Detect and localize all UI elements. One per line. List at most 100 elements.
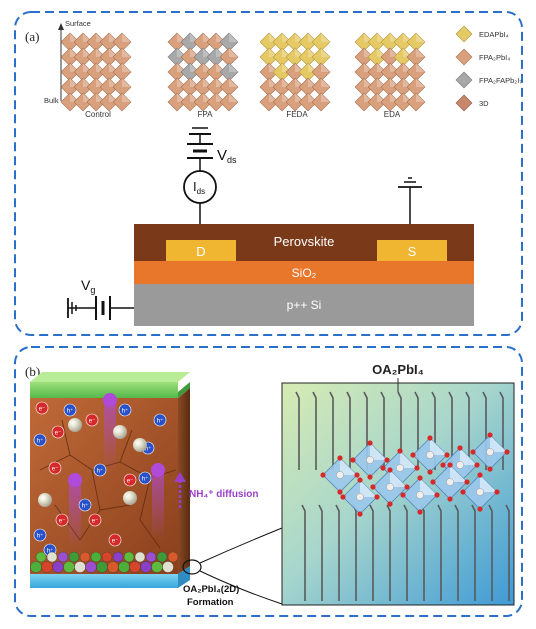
formation-label-line2: Formation	[187, 597, 234, 608]
iodide-atom	[414, 465, 420, 471]
iodide-atom	[460, 489, 466, 495]
interface-sphere	[68, 551, 80, 563]
hole-carrier	[78, 498, 92, 512]
alkyl-chain-lower	[437, 504, 442, 601]
interface-sphere	[151, 561, 163, 573]
interface-sphere	[107, 561, 119, 573]
diffusion-beam-head	[103, 393, 117, 407]
drain-label: D	[196, 244, 205, 259]
hole-carrier	[153, 413, 167, 427]
hole-carrier	[118, 403, 132, 417]
hole-carrier	[63, 403, 77, 417]
alkyl-chain-lower	[454, 504, 459, 601]
electron-carrier	[108, 533, 122, 547]
octahedra-lattices	[60, 32, 426, 112]
structure-label-control: Control	[85, 110, 111, 119]
alkyl-chain-lower	[369, 504, 374, 601]
interface-sphere	[41, 561, 53, 573]
hole-symbol: h⁺	[142, 476, 149, 483]
iodide-atom	[320, 472, 326, 478]
cation-sphere	[133, 438, 147, 452]
iodide-atom	[367, 440, 373, 446]
alkyl-chain-upper	[312, 391, 317, 470]
panel-b-frame	[14, 346, 523, 617]
interface-sphere	[63, 561, 75, 573]
alkyl-chain-upper	[329, 391, 334, 470]
octahedron	[311, 92, 331, 112]
hole-symbol: h⁺	[157, 418, 164, 425]
interface-sphere	[46, 551, 58, 563]
hole-carrier	[33, 528, 47, 542]
octahedron	[73, 92, 93, 112]
iodide-atom	[487, 432, 493, 438]
zoom-line-top	[199, 527, 283, 564]
interface-sphere	[74, 561, 86, 573]
iodide-atom	[374, 494, 380, 500]
legend-label-3d: 3D	[479, 99, 489, 108]
octahedron	[60, 92, 80, 112]
iodide-atom	[487, 466, 493, 472]
iodide-atom	[427, 469, 433, 475]
alkyl-chain-lower	[352, 504, 357, 601]
sio2-label: SiO₂	[292, 266, 317, 280]
sio2-layer	[134, 261, 474, 284]
vds-source	[187, 127, 213, 172]
alkyl-chain-lower	[488, 504, 493, 601]
octahedron	[167, 92, 187, 112]
interface-sphere	[90, 551, 102, 563]
octahedron	[393, 92, 413, 112]
pbi-octahedron-face	[450, 465, 467, 482]
axis-surface-label: Surface	[65, 19, 91, 28]
iodide-atom	[447, 462, 453, 468]
green-top-layer	[30, 382, 178, 398]
interface-sphere	[162, 561, 174, 573]
interface-sphere	[118, 561, 130, 573]
iodide-atom	[400, 492, 406, 498]
octahedron-highlight	[122, 48, 131, 57]
iodide-atom	[457, 445, 463, 451]
interface-sphere	[79, 551, 91, 563]
iodide-atom	[354, 472, 360, 478]
alkyl-chain-lower	[386, 504, 391, 601]
iodide-atom	[477, 472, 483, 478]
pbi-octahedron-face	[460, 448, 477, 465]
si-substrate-layer	[134, 284, 474, 326]
interface-sphere	[134, 551, 146, 563]
interface-sphere	[156, 551, 168, 563]
octahedron	[259, 92, 279, 112]
electron-symbol: e⁻	[127, 479, 134, 485]
electron-symbol: e⁻	[112, 539, 119, 545]
legend-swatch-fpa2pbi4	[455, 48, 473, 66]
vg-label: Vg	[81, 277, 95, 295]
interface-sphere	[35, 551, 47, 563]
panel-b-label: (b)	[25, 364, 40, 379]
pbi-octahedron-face	[340, 458, 357, 475]
octahedron	[99, 92, 119, 112]
pbi-octahedron-face	[420, 478, 437, 495]
hole-carrier	[93, 463, 107, 477]
iodide-atom	[477, 506, 483, 512]
panel-a-label: (a)	[25, 29, 39, 44]
legend-label-edapbi4: EDAPbI₄	[479, 30, 509, 39]
octahedron	[367, 92, 387, 112]
electron-symbol: e⁻	[92, 519, 99, 525]
hole-symbol: h⁺	[37, 533, 44, 540]
structure-label-feda: FEDA	[286, 110, 308, 119]
zoom-line-bottom	[199, 570, 283, 605]
vds-label: Vds	[217, 147, 237, 165]
interface-spheres	[30, 551, 179, 573]
octahedron	[193, 92, 213, 112]
octahedron-highlight	[416, 93, 425, 102]
iodide-atom	[444, 452, 450, 458]
hole-symbol: h⁺	[145, 446, 152, 453]
alkyl-chain-lower	[403, 504, 408, 601]
interface-sphere	[96, 561, 108, 573]
surface-bulk-axis: Surface Bulk	[44, 19, 91, 105]
octahedron	[219, 92, 239, 112]
pbi-octahedron-face	[390, 470, 407, 487]
lead-atom	[416, 491, 424, 499]
interface-sphere	[140, 561, 152, 573]
octahedron-highlight	[122, 78, 131, 87]
octahedron	[112, 92, 132, 112]
iodide-atom	[417, 509, 423, 515]
